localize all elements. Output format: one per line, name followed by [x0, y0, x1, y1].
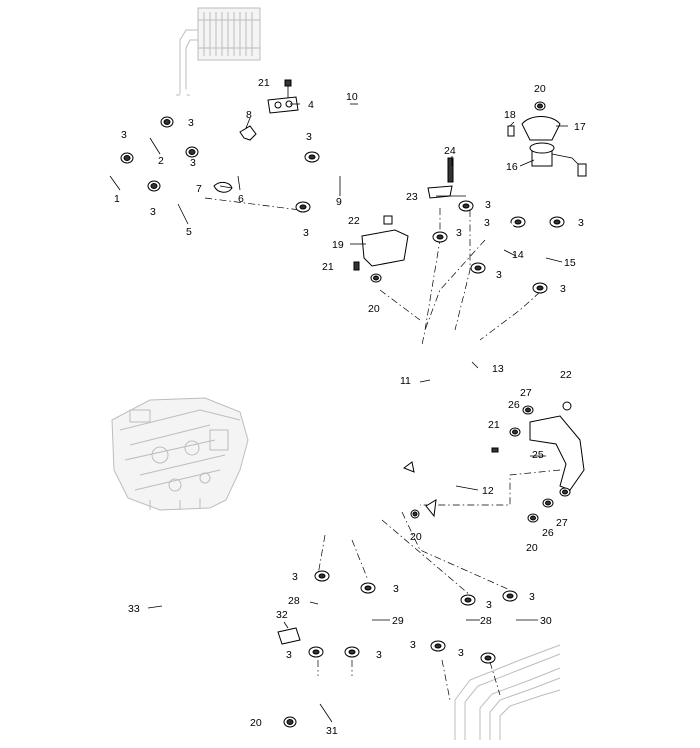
callout-25: 25: [532, 449, 544, 461]
callout-3-g: 3: [485, 199, 491, 211]
callout-29: 29: [392, 615, 404, 627]
callout-33: 33: [128, 603, 140, 615]
callout-3-m: 3: [292, 571, 298, 583]
callout-3-l: 3: [560, 283, 566, 295]
callout-4: 4: [308, 99, 314, 111]
callout-14: 14: [512, 249, 524, 261]
bracket-25: [491, 401, 585, 523]
leader-lines: [109, 103, 568, 723]
callout-17: 17: [574, 121, 586, 133]
lower-hoses: [310, 586, 521, 659]
callout-5: 5: [186, 226, 192, 238]
callout-3-p: 3: [529, 591, 535, 603]
callout-28-a: 28: [288, 595, 300, 607]
callout-30: 30: [540, 615, 552, 627]
main-pipe-bundle: [335, 329, 475, 533]
callout-8: 8: [246, 109, 252, 121]
callout-26-b: 26: [542, 527, 554, 539]
pipe-33: [154, 596, 252, 672]
callout-3-k: 3: [578, 217, 584, 229]
callout-26-a: 26: [508, 399, 520, 411]
callout-16: 16: [506, 161, 518, 173]
callout-21-a: 21: [258, 77, 270, 89]
callout-21-c: 21: [488, 419, 500, 431]
lower-pipe-ghost: [454, 644, 561, 740]
callout-2: 2: [158, 155, 164, 167]
callout-3-d: 3: [150, 206, 156, 218]
callout-10: 10: [346, 91, 358, 103]
callout-3-t: 3: [458, 647, 464, 659]
callout-22-a: 22: [348, 215, 360, 227]
assembly-lines: [204, 197, 561, 701]
callout-11: 11: [400, 375, 411, 387]
engine-ghost: [111, 397, 249, 511]
callout-9: 9: [336, 196, 342, 208]
callout-3-f: 3: [303, 227, 309, 239]
callout-23: 23: [406, 191, 418, 203]
callout-3-i: 3: [496, 269, 502, 281]
callout-21-b: 21: [322, 261, 334, 273]
callout-3-h: 3: [456, 227, 462, 239]
callout-3-r: 3: [376, 649, 382, 661]
callout-6: 6: [238, 193, 244, 205]
hose-clamps-lower: [308, 570, 518, 664]
callout-3-j: 3: [484, 217, 490, 229]
callout-13: 13: [492, 363, 504, 375]
callout-18: 18: [504, 109, 516, 121]
hose-clamps-upper: [120, 116, 565, 294]
hoses-14-15: [488, 222, 557, 281]
callout-1: 1: [114, 193, 120, 205]
callout-12: 12: [482, 485, 494, 497]
callout-28-b: 28: [480, 615, 492, 627]
callout-24: 24: [444, 145, 456, 157]
callout-20-a: 20: [534, 83, 546, 95]
callout-15: 15: [564, 257, 576, 269]
callout-3-a: 3: [121, 129, 127, 141]
callout-20-e: 20: [250, 717, 262, 729]
callout-3-q: 3: [286, 649, 292, 661]
callout-19: 19: [332, 239, 344, 251]
heater-core-ghost: [176, 7, 261, 96]
callout-3-s: 3: [410, 639, 416, 651]
callout-27-b: 27: [556, 517, 568, 529]
callout-27-a: 27: [520, 387, 532, 399]
callout-20-b: 20: [368, 303, 380, 315]
pipe-31: [247, 627, 349, 728]
callout-3-b: 3: [188, 117, 194, 129]
callout-3-c: 3: [190, 157, 196, 169]
callout-22-b: 22: [560, 369, 572, 381]
callout-labels: 1 2 3 3 3 3 3 3 3 3 3 3 3 3 3 3 3 3 3 3 …: [114, 77, 586, 737]
callout-3-n: 3: [393, 583, 399, 595]
callout-20-d: 20: [526, 542, 538, 554]
callout-31: 31: [326, 725, 338, 737]
callout-3-o: 3: [486, 599, 492, 611]
upper-hoses: [100, 88, 473, 218]
small-parts-upper: [213, 79, 454, 283]
callout-3-e: 3: [306, 131, 312, 143]
callout-32: 32: [276, 609, 288, 621]
auxiliary-pump: [507, 101, 587, 204]
callout-7: 7: [196, 183, 202, 195]
callout-20-c: 20: [410, 531, 422, 543]
